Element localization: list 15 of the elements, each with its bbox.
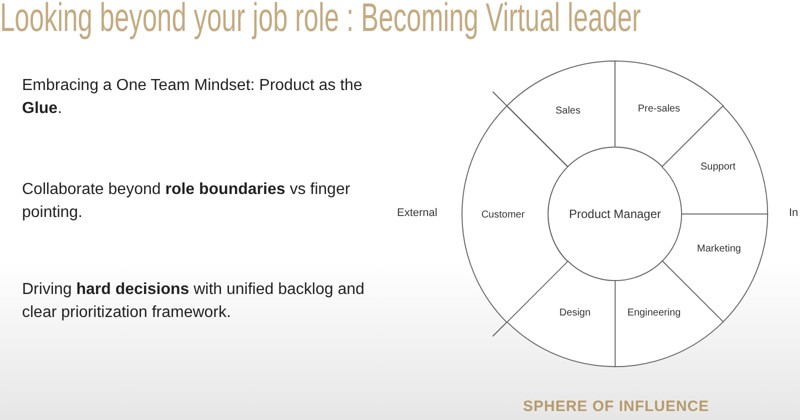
bullet-text: Embracing a One Team Mindset: Product as the Glue. — [22, 76, 364, 119]
sector-label: Marketing — [697, 244, 741, 254]
side-label: External — [397, 207, 438, 219]
sector-label: Engineering — [627, 307, 681, 318]
sector-label: Pre-sales — [638, 104, 680, 114]
sector-label: Sales — [555, 106, 580, 116]
diagram-caption: SPHERE OF INFLUENCE — [523, 398, 710, 415]
sector-label: Support — [700, 161, 736, 172]
bullet-text: Collaborate beyond role boundaries vs finger pointing. — [22, 180, 352, 223]
slide-title: Looking beyond your job role : Becoming Virtual leader — [0, 0, 641, 41]
center-label: Product Manager — [568, 207, 662, 221]
bullet-text: Driving hard decisions with unified backlog and clear prioritization framework. — [22, 280, 366, 323]
sector-label: Customer — [481, 209, 525, 220]
side-label: In — [789, 207, 798, 219]
sector-label: Design — [559, 307, 591, 318]
